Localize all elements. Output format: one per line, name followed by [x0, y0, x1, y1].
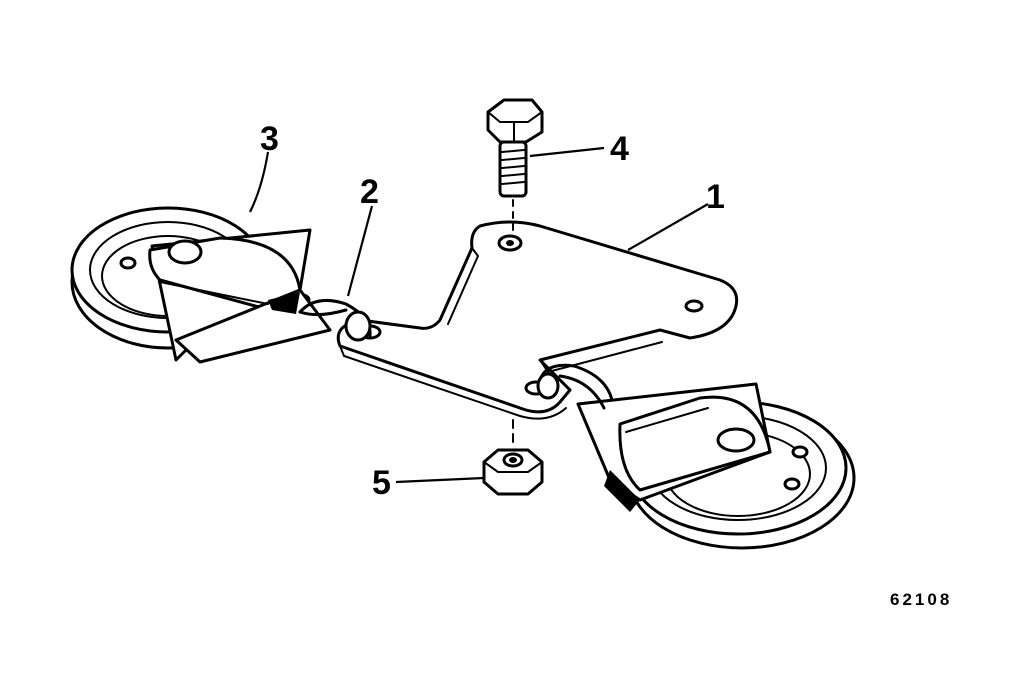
left-pulley-yoke — [148, 228, 332, 364]
nut — [482, 419, 544, 496]
bracket-plate — [336, 220, 739, 420]
spring-clip-left — [298, 298, 372, 342]
callout-2: 2 — [360, 173, 379, 211]
right-pulley-yoke — [576, 382, 772, 512]
callout-1: 1 — [706, 178, 725, 216]
figure-id: 62108 — [890, 590, 952, 609]
leader-3 — [249, 151, 270, 213]
callout-4: 4 — [610, 130, 629, 168]
leader-5 — [395, 476, 485, 484]
bolt — [486, 98, 544, 231]
leader-1 — [627, 203, 709, 251]
spring-clip-right — [536, 363, 614, 410]
leader-2 — [346, 205, 374, 297]
leader-4 — [529, 146, 605, 158]
callout-5: 5 — [372, 464, 391, 502]
callout-3: 3 — [260, 120, 279, 158]
